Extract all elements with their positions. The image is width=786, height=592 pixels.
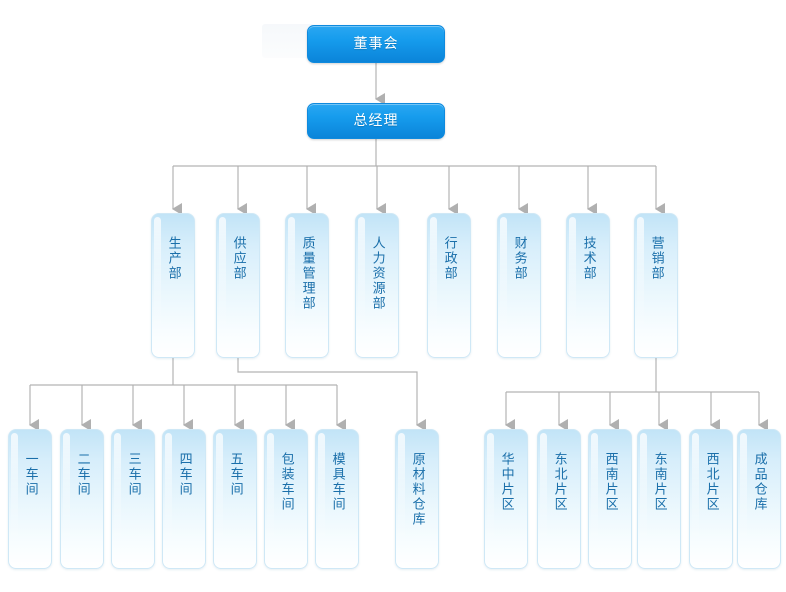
node-department-supply[interactable]: 供应部 <box>216 213 260 358</box>
node-department-production[interactable]: 生产部 <box>151 213 195 358</box>
node-workshop-2-label: 二车间 <box>74 452 90 497</box>
node-department-admin-label: 行政部 <box>441 236 457 281</box>
node-workshop-5[interactable]: 五车间 <box>213 429 257 569</box>
node-department-marketing-label: 营销部 <box>648 236 664 281</box>
node-workshop-5-label: 五车间 <box>227 452 243 497</box>
node-region-dongnan-label: 东南片区 <box>651 452 667 512</box>
node-workshop-4-label: 四车间 <box>176 452 192 497</box>
node-department-technology-label: 技术部 <box>580 236 596 281</box>
node-department-technology[interactable]: 技术部 <box>566 213 610 358</box>
node-workshop-1[interactable]: 一车间 <box>8 429 52 569</box>
node-region-xinan-label: 西南片区 <box>602 452 618 512</box>
node-department-admin[interactable]: 行政部 <box>427 213 471 358</box>
node-region-dongbei[interactable]: 东北片区 <box>537 429 581 569</box>
node-region-dongbei-label: 东北片区 <box>551 452 567 512</box>
node-raw-material-warehouse[interactable]: 原材料仓库 <box>395 429 439 569</box>
node-workshop-4[interactable]: 四车间 <box>162 429 206 569</box>
node-packaging-workshop[interactable]: 包装车间 <box>264 429 308 569</box>
node-department-hr-label: 人力资源部 <box>369 236 385 311</box>
node-department-finance-label: 财务部 <box>511 236 527 281</box>
node-department-quality[interactable]: 质量管理部 <box>285 213 329 358</box>
node-board[interactable]: 董事会 <box>307 25 445 63</box>
node-finished-goods-warehouse[interactable]: 成品仓库 <box>737 429 781 569</box>
node-region-xibei[interactable]: 西北片区 <box>689 429 733 569</box>
node-department-quality-label: 质量管理部 <box>299 236 315 311</box>
node-mould-workshop-label: 模具车间 <box>329 452 345 512</box>
node-packaging-workshop-label: 包装车间 <box>278 452 294 512</box>
node-board-label: 董事会 <box>353 36 399 52</box>
node-workshop-2[interactable]: 二车间 <box>60 429 104 569</box>
node-region-huazhong-label: 华中片区 <box>498 452 514 512</box>
background-watermark-patch <box>262 24 314 58</box>
node-workshop-3-label: 三车间 <box>125 452 141 497</box>
node-raw-material-warehouse-label: 原材料仓库 <box>409 452 425 527</box>
node-department-finance[interactable]: 财务部 <box>497 213 541 358</box>
node-region-xinan[interactable]: 西南片区 <box>588 429 632 569</box>
node-region-dongnan[interactable]: 东南片区 <box>637 429 681 569</box>
node-department-marketing[interactable]: 营销部 <box>634 213 678 358</box>
node-region-xibei-label: 西北片区 <box>703 452 719 512</box>
node-workshop-3[interactable]: 三车间 <box>111 429 155 569</box>
node-region-huazhong[interactable]: 华中片区 <box>484 429 528 569</box>
node-department-production-label: 生产部 <box>165 236 181 281</box>
node-mould-workshop[interactable]: 模具车间 <box>315 429 359 569</box>
node-finished-goods-warehouse-label: 成品仓库 <box>751 452 767 512</box>
node-general-manager-label: 总经理 <box>353 113 399 129</box>
edge-supply-to-raw-warehouse <box>237 358 426 431</box>
node-general-manager[interactable]: 总经理 <box>307 103 445 139</box>
node-department-hr[interactable]: 人力资源部 <box>355 213 399 358</box>
node-department-supply-label: 供应部 <box>230 236 246 281</box>
node-workshop-1-label: 一车间 <box>22 452 38 497</box>
